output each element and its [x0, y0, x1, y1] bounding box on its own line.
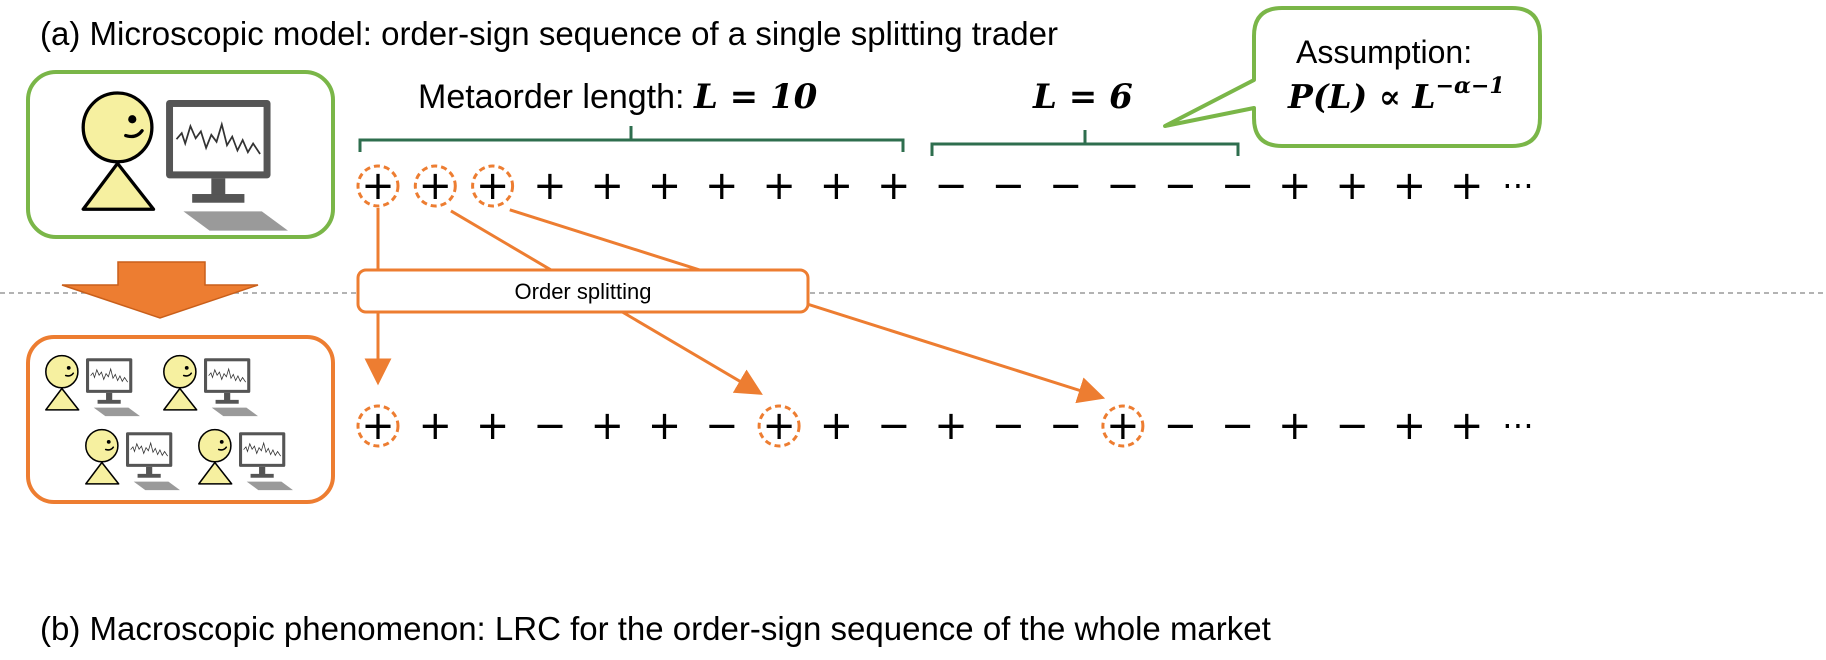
bottom-circle-marker — [1101, 404, 1145, 448]
brace-metaorder-6 — [930, 130, 1240, 156]
assumption-title: Assumption: — [1296, 34, 1472, 70]
bottom-circle-marker — [757, 404, 801, 448]
second-length-label: L = 6 — [1032, 77, 1133, 117]
metaorder-length-label: Metaorder length: L = 10 — [418, 77, 818, 117]
bottom-sign: + — [419, 403, 453, 449]
bottom-sign: + — [1450, 403, 1484, 449]
panel-a-title: (a) Microscopic model: order-sign sequen… — [40, 15, 1058, 52]
bottom-sign: − — [1049, 403, 1083, 449]
bottom-sign: − — [533, 403, 567, 449]
bottom-sign: + — [361, 403, 395, 449]
top-sign: − — [992, 163, 1026, 209]
bottom-sign: + — [648, 403, 682, 449]
bottom-sign: − — [705, 403, 739, 449]
top-sign: + — [419, 163, 453, 209]
bottom-sign: − — [877, 403, 911, 449]
order-splitting-label: Order splitting — [515, 279, 652, 304]
bottom-sign: − — [992, 403, 1026, 449]
top-sign: − — [1221, 163, 1255, 209]
brace-metaorder-10 — [358, 126, 905, 152]
bottom-sign: − — [1221, 403, 1255, 449]
top-sign: − — [1163, 163, 1197, 209]
bottom-order-sequence: +++−++−++−+−−+−−+−++⋯ — [356, 403, 1534, 449]
top-sign: + — [877, 163, 911, 209]
top-sign: + — [648, 163, 682, 209]
top-sign: + — [533, 163, 567, 209]
top-circle-marker — [471, 164, 515, 208]
top-sign: − — [1106, 163, 1140, 209]
assumption-formula: P(L) ∝ L−α−1 — [1287, 73, 1505, 116]
panel-b-title: (b) Macroscopic phenomenon: LRC for the … — [40, 610, 1271, 647]
bottom-sign: + — [476, 403, 510, 449]
order-splitting-box — [356, 268, 810, 314]
top-sign: + — [762, 163, 796, 209]
top-sign: − — [1049, 163, 1083, 209]
top-order-sequence: ++++++++++−−−−−−++++⋯ — [356, 163, 1534, 209]
bottom-sign: + — [1278, 403, 1312, 449]
top-circle-marker — [356, 164, 400, 208]
top-ellipsis: ⋯ — [1502, 166, 1534, 204]
top-sign: + — [1335, 163, 1369, 209]
bottom-sign: + — [762, 403, 796, 449]
bottom-sign: − — [1163, 403, 1197, 449]
top-sign: + — [705, 163, 739, 209]
top-sign: + — [820, 163, 854, 209]
top-sign: + — [476, 163, 510, 209]
bottom-sign: + — [934, 403, 968, 449]
down-arrow-icon — [61, 261, 259, 319]
bottom-sign: + — [1393, 403, 1427, 449]
bottom-circle-marker — [356, 404, 400, 448]
bottom-sign: + — [590, 403, 624, 449]
top-sign: + — [1450, 163, 1484, 209]
top-sign: + — [1393, 163, 1427, 209]
top-sign: − — [934, 163, 968, 209]
top-sign: + — [590, 163, 624, 209]
bottom-ellipsis: ⋯ — [1502, 406, 1534, 444]
bottom-sign: + — [1106, 403, 1140, 449]
bottom-sign: + — [820, 403, 854, 449]
top-sign: + — [361, 163, 395, 209]
top-circle-marker — [413, 164, 457, 208]
assumption-callout — [1163, 6, 1542, 148]
bottom-sign: − — [1335, 403, 1369, 449]
top-sign: + — [1278, 163, 1312, 209]
